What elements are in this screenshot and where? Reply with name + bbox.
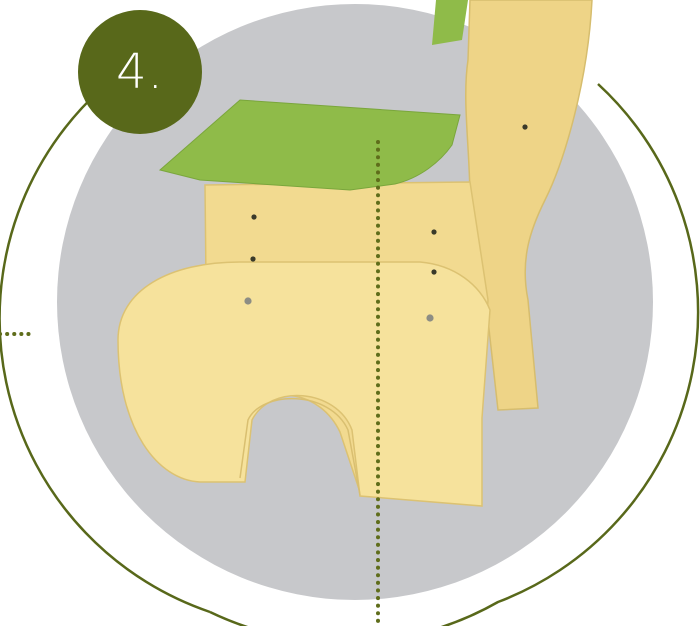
screw-hole-icon (431, 269, 436, 274)
screw-hole-icon (244, 297, 251, 304)
screw-hole-icon (431, 229, 436, 234)
screw-hole-icon (426, 314, 433, 321)
step-number-badge: 4. (78, 10, 202, 134)
screw-hole-icon (522, 124, 527, 129)
screw-hole-icon (250, 256, 255, 261)
screw-hole-icon (251, 214, 256, 219)
